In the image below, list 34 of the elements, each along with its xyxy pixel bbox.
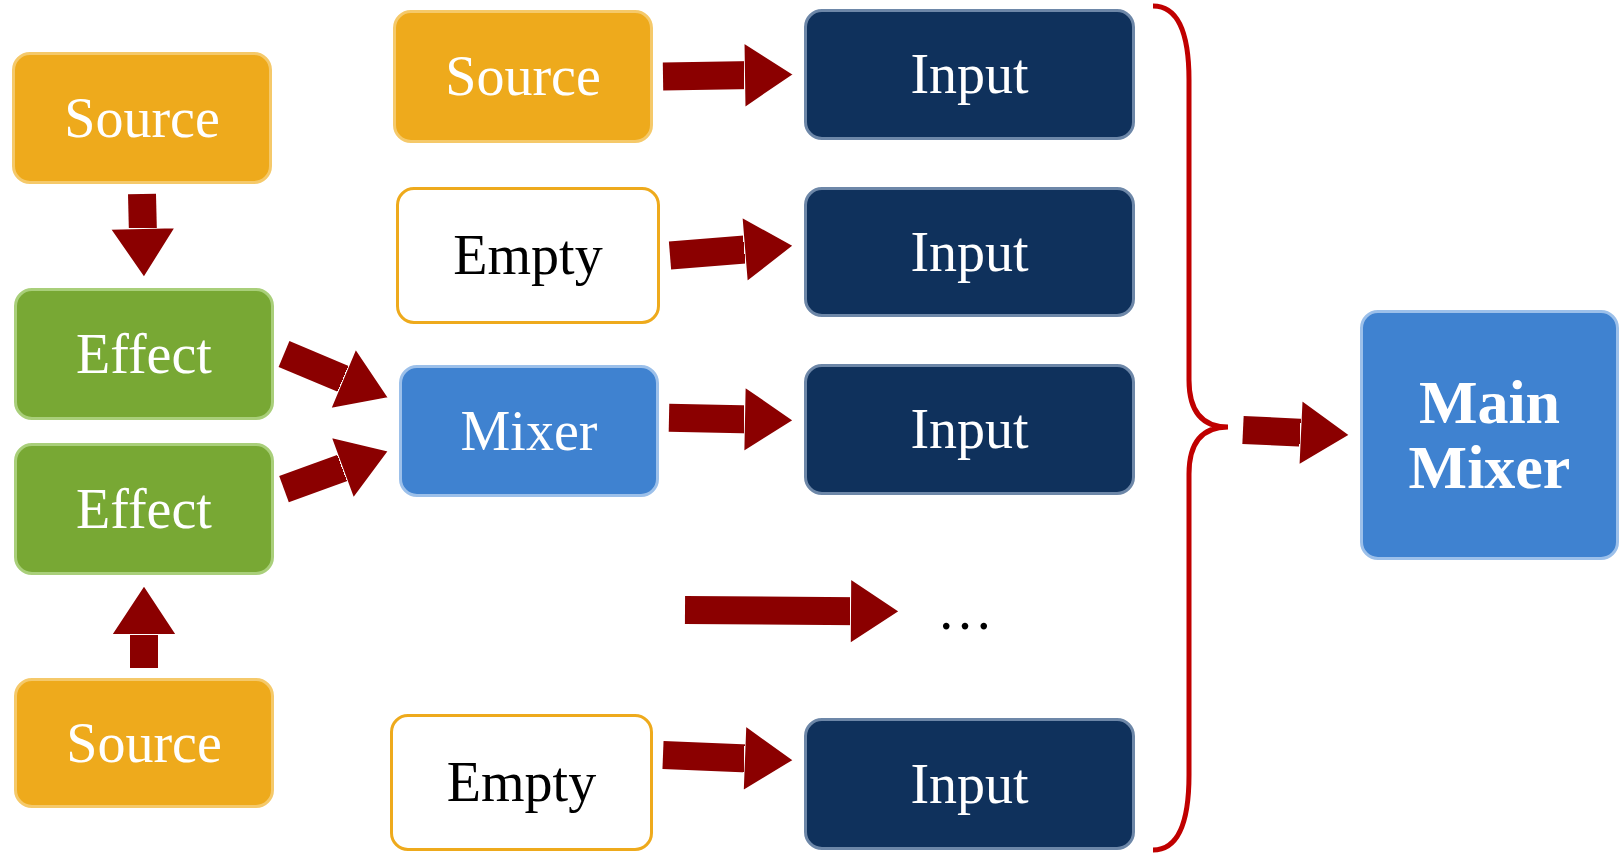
box-label: Mixer [460,401,598,461]
empty-box [390,714,653,851]
input-box [804,364,1135,495]
source-box [14,678,274,808]
box-label: Effect [76,479,212,539]
source-box [393,10,653,143]
box-label: Empty [446,753,597,812]
block-arrow [108,193,177,279]
block-arrow [1242,398,1351,467]
main-mixer-box [1360,310,1619,560]
effect-box [14,288,274,420]
box-label: Main Mixer [1407,369,1572,501]
input-box [804,718,1135,850]
mixer-box [399,365,659,497]
box-label: Empty [453,226,603,285]
box-label: Effect [76,324,212,384]
block-arrow [662,41,795,110]
block-arrow [662,724,795,793]
source-box [12,52,272,184]
box-label: Source [66,713,222,773]
box-label: Source [445,47,601,106]
ellipsis-text: … [937,580,993,640]
box-label: Input [910,754,1029,814]
input-box [804,187,1135,317]
box-label: Input [910,400,1029,459]
input-box [804,9,1135,140]
box-label: Input [910,45,1029,104]
effect-box [14,443,274,575]
box-label: Source [64,88,220,148]
block-arrow [668,385,795,454]
box-label: Input [910,222,1029,282]
block-arrow [110,584,178,668]
empty-box [396,187,660,324]
block-arrow [684,577,901,646]
